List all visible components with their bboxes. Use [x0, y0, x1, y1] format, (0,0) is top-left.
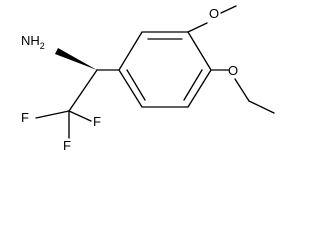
ring-double-bond-2: [183, 69, 203, 101]
bond-ch2-ch3: [248, 100, 275, 114]
ring-double-bond-3: [126, 69, 146, 101]
methoxy-oxygen-label: O: [209, 6, 219, 21]
amine-label: NH2: [21, 33, 45, 51]
chemical-structure-diagram: NH2 O O F F F: [21, 5, 275, 153]
bond-o-methyl: [220, 5, 237, 14]
amine-subscript: 2: [40, 41, 45, 51]
wedge-bond-to-amine: [55, 48, 97, 70]
bond-c-cf3: [68, 69, 98, 112]
structure-canvas: NH2 O O F F F: [21, 5, 275, 153]
bond-ring-o-methoxy: [187, 22, 208, 33]
fluorine-label-right: F: [93, 114, 101, 129]
bond-o-ch2: [234, 78, 250, 102]
bond-c-f2: [68, 110, 92, 122]
fluorine-label-bottom: F: [63, 138, 71, 153]
ethoxy-oxygen-label: O: [228, 63, 238, 78]
benzene-ring: [118, 31, 212, 108]
bond-c-f1: [35, 110, 70, 119]
fluorine-label-left: F: [21, 110, 29, 125]
